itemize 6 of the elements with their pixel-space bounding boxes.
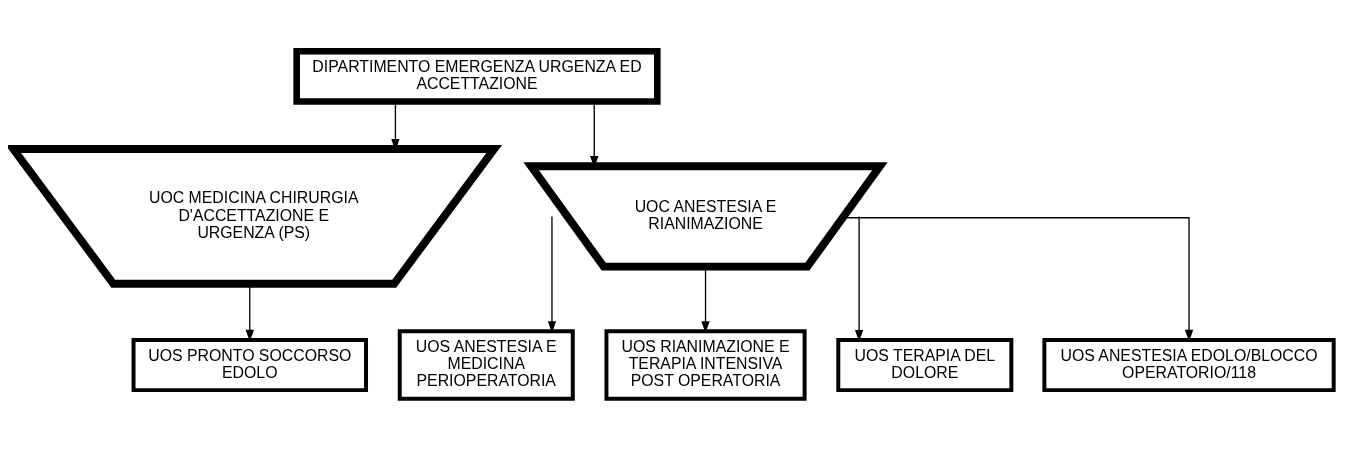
node-box: UOS RIANIMAZIONE E TERAPIA INTENSIVA POST OPERATORIA: [604, 329, 807, 401]
node-box: UOS PRONTO SOCCORSO EDOLO: [131, 337, 368, 393]
node-box: UOS ANESTESIA EDOLO/BLOCCO OPERATORIO/118: [1042, 337, 1336, 393]
node-box: UOS TERAPIA DEL DOLORE: [836, 337, 1014, 393]
node-box: DIPARTIMENTO EMERGENZA URGENZA ED ACCETTAZIONE: [293, 47, 661, 105]
node-box: UOS ANESTESIA E MEDICINA PERIOPERATORIA: [397, 329, 575, 401]
